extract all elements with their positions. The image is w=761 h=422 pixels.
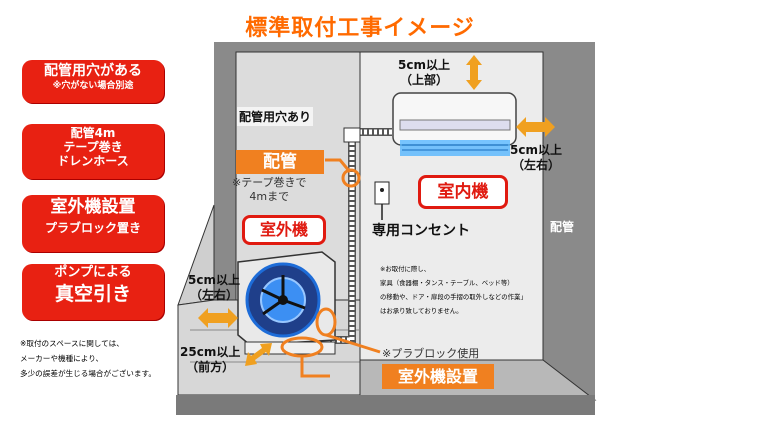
plablock-note: ※プラブロック使用	[382, 347, 480, 360]
outdoor-unit-icon	[237, 251, 336, 346]
pointer-lines	[300, 158, 381, 378]
hole-label: 配管用穴あり	[237, 107, 314, 126]
conditions-line4: はお承り致しておりません。	[380, 307, 463, 315]
right-cut-label: 配管	[550, 220, 575, 234]
plablock-highlight	[280, 336, 324, 358]
clearance-front-line1: 25cm以上	[180, 345, 241, 359]
clearance-top-line1: 5cm以上	[398, 58, 450, 72]
space-disclaimer: ※取付のスペースに関しては、 メーカーや機種により、 多少の誤差が生じる場合がご…	[20, 336, 200, 381]
badge-piping-4m: 配管4m テープ巻き ドレンホース	[22, 124, 164, 179]
outdoor-install-label: 室外機設置	[382, 364, 494, 389]
clearance-indoor-side-line2: （左右）	[511, 158, 560, 172]
page-title: 標準取付工事イメージ	[245, 16, 475, 41]
space-disclaimer-line3: 多少の誤差が生じる場合がございます。	[20, 369, 156, 378]
space-disclaimer-line1: ※取付のスペースに関しては、	[20, 339, 124, 348]
conditions-line1: ※お取付に際し、	[380, 265, 431, 273]
badge-piping-hole-sub: ※穴がない場合別途	[52, 81, 134, 92]
space-disclaimer-line2: メーカーや機種により、	[20, 354, 104, 363]
outdoor-unit-label: 室外機	[242, 215, 326, 245]
badge-piping-4m-line2: テープ巻き	[63, 139, 123, 154]
badge-vacuum-line1: ポンプによる	[54, 265, 132, 280]
indoor-unit-label: 室内機	[418, 175, 508, 209]
badge-piping-4m-line1: 配管4m	[70, 126, 116, 140]
badge-vacuum: ポンプによる 真空引き	[22, 264, 164, 320]
badge-outdoor-install-main: 室外機設置	[50, 197, 136, 217]
badge-piping-4m-line3: ドレンホース	[57, 153, 129, 168]
badge-outdoor-install: 室外機設置 プラブロック置き	[22, 195, 164, 252]
clearance-top: 5cm以上 （上部）	[398, 58, 450, 88]
clearance-indoor-side-line1: 5cm以上	[510, 143, 562, 157]
clearance-arrows	[198, 55, 555, 366]
clearance-outdoor-side-line1: 5cm以上	[188, 273, 240, 287]
piping-note: ※テープ巻きで 4mまで	[232, 176, 307, 204]
clearance-front-line2: （前方）	[186, 360, 235, 374]
indoor-unit-icon	[392, 92, 517, 156]
badge-piping-hole: 配管用穴がある ※穴がない場合別途	[22, 60, 164, 103]
clearance-front: 25cm以上 （前方）	[180, 345, 240, 375]
clearance-outdoor-side-line2: （左右）	[189, 288, 238, 302]
piping-note-line2: 4mまで	[249, 190, 290, 203]
piping-label: 配管	[236, 150, 324, 174]
conditions-line2: 家具（食器棚・タンス・テーブル、ベッド等）	[380, 279, 514, 287]
clearance-top-line2: （上部）	[399, 73, 448, 87]
clearance-outdoor-side: 5cm以上 （左右）	[188, 273, 240, 303]
installation-conditions-note: ※お取付に際し、 家具（食器棚・タンス・テーブル、ベッド等） の移動や、ドア・扉…	[380, 262, 585, 318]
badge-piping-hole-main: 配管用穴がある	[44, 63, 142, 79]
piping-note-line1: ※テープ巻きで	[232, 176, 307, 189]
outlet-label: 専用コンセント	[372, 223, 470, 239]
hole-highlight	[341, 168, 361, 188]
clearance-indoor-side: 5cm以上 （左右）	[510, 143, 562, 173]
conditions-line3: の移動や、ドア・扉段の手摺の取外しなどの作業」	[380, 293, 527, 301]
badge-vacuum-line2: 真空引き	[54, 282, 131, 305]
badge-outdoor-install-sub: プラブロック置き	[44, 220, 141, 235]
outlet-icon	[374, 181, 390, 220]
